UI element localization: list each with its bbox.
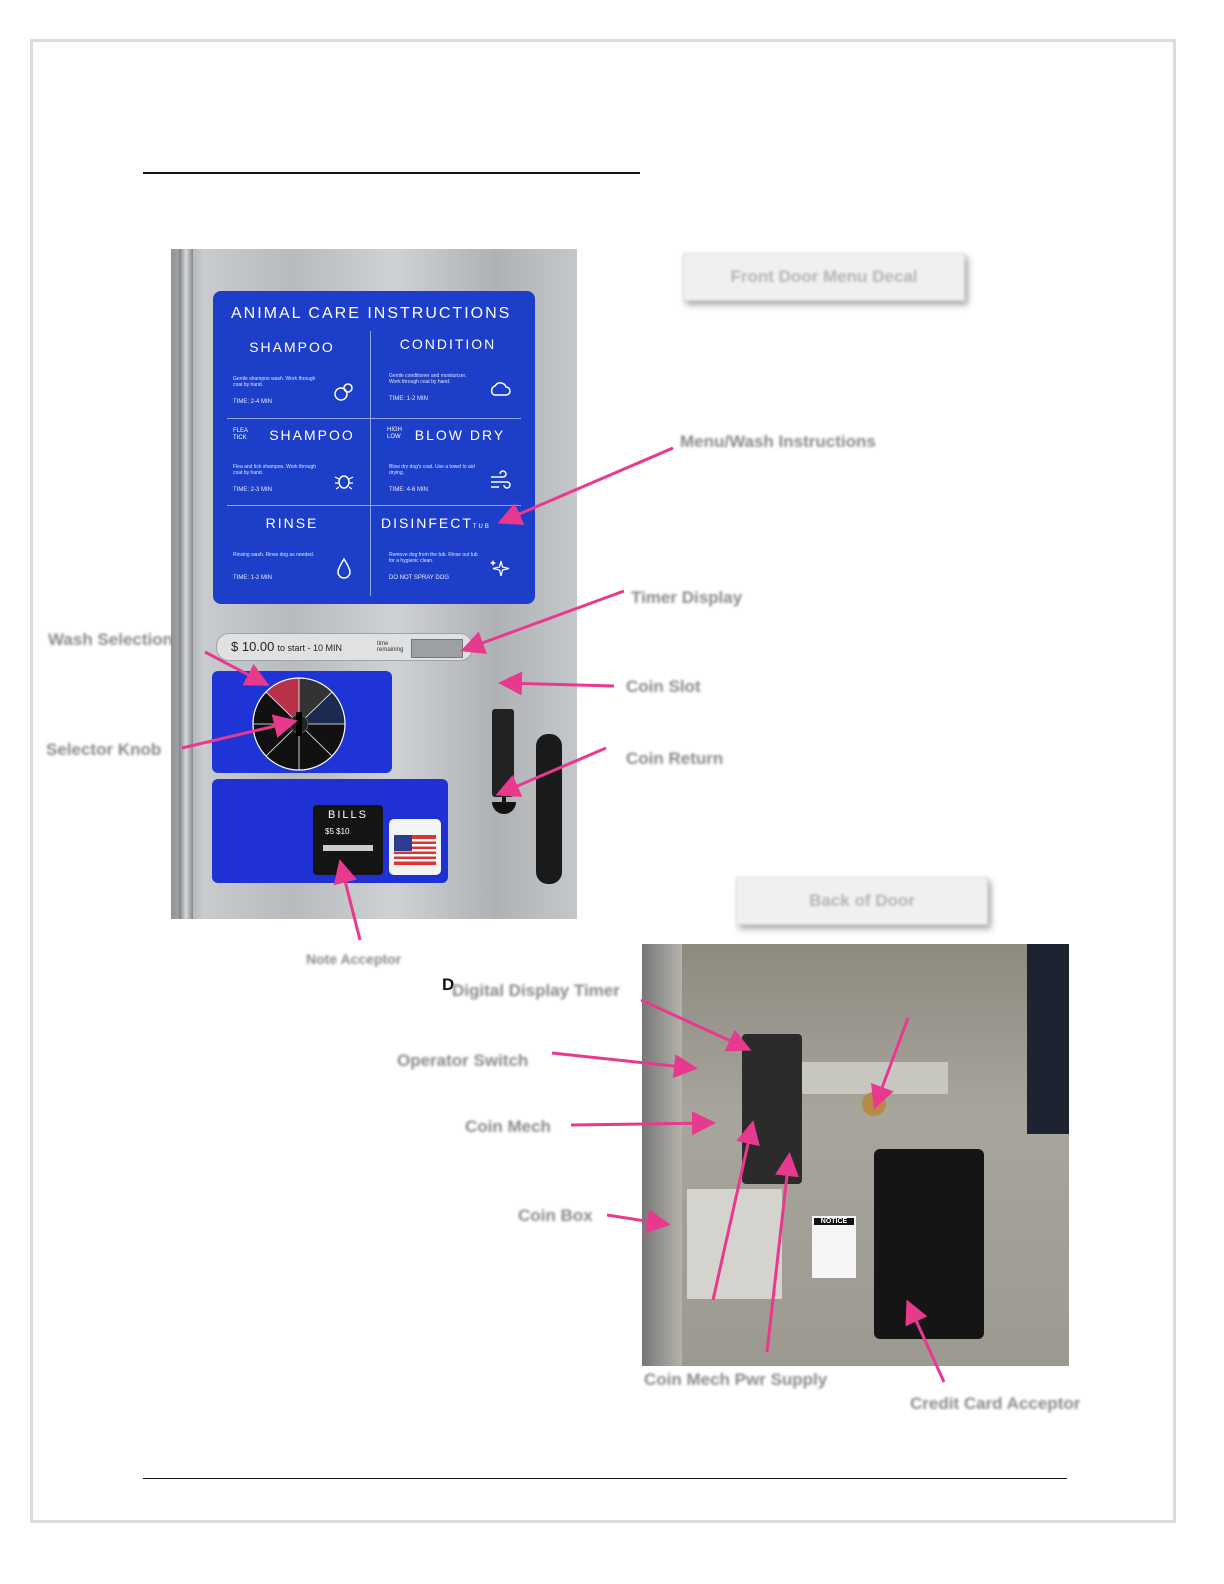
menu-decal: ANIMAL CARE INSTRUCTIONS SHAMPOO Gentle …: [213, 291, 535, 604]
coin-mech-power-callout: Coin Mech Pwr Supply: [644, 1370, 827, 1390]
decal-cell-condition: CONDITION Gentle conditioner and moistur…: [373, 328, 523, 414]
menu-callout: Menu/Wash Instructions: [680, 432, 876, 452]
timer-display: [411, 639, 463, 658]
door-hinge: [179, 249, 193, 919]
digital-timer-callout: Digital Display Timer: [452, 981, 620, 1001]
price-text: $ 10.00 to start - 10 MIN: [231, 639, 342, 654]
front-door-photo: ANIMAL CARE INSTRUCTIONS SHAMPOO Gentle …: [171, 249, 577, 919]
bottom-rule: [143, 1478, 1067, 1479]
wash-selection-callout: Wash Selection: [48, 630, 173, 650]
timer-display-bar: $ 10.00 to start - 10 MIN time remaining: [216, 633, 473, 661]
sparkle-icon: [489, 557, 511, 579]
selector-plate: [212, 671, 392, 773]
decal-cell-disinfect: DISINFECTTUB Remove dog from the tub. Ri…: [373, 507, 523, 593]
coin-return-icon[interactable]: [488, 794, 520, 826]
wash-selector-dial[interactable]: [249, 676, 349, 772]
operator-switch-callout: Operator Switch: [397, 1051, 528, 1071]
decal-cell-flea-shampoo: FLEA TICK SHAMPOO Flea and tick shampoo.…: [217, 419, 367, 505]
coin-box-callout: Coin Box: [518, 1206, 593, 1226]
decal-title: ANIMAL CARE INSTRUCTIONS: [231, 305, 511, 323]
coin-slot[interactable]: [492, 709, 514, 797]
back-door-heading: Back of Door: [736, 877, 988, 925]
decal-cell-shampoo: SHAMPOO Gentle shampoo wash. Work throug…: [217, 331, 367, 417]
us-flag-icon: [394, 835, 436, 865]
bug-icon: [333, 469, 355, 491]
front-door-heading: Front Door Menu Decal: [683, 253, 965, 301]
coin-mech-callout: Coin Mech: [465, 1117, 551, 1137]
top-rule: [143, 172, 640, 174]
drop-icon: [333, 557, 355, 579]
note-acceptor-callout: Note Acceptor: [306, 951, 401, 967]
decal-divider: [370, 331, 371, 596]
decal-cell-blow-dry: HIGH LOW BLOW DRY Blow dry dog's coat. U…: [373, 419, 523, 505]
timer-callout: Timer Display: [631, 588, 742, 608]
notice-sign: NOTICE: [812, 1216, 856, 1278]
decal-cell-rinse: RINSE Rinsing wash. Rinse dog as needed.…: [217, 507, 367, 593]
coin-slot-callout: Coin Slot: [626, 677, 701, 697]
back-door-photo: NOTICE: [642, 944, 1069, 1366]
selector-knob-callout: Selector Knob: [46, 740, 161, 760]
bubbles-icon: [333, 381, 355, 403]
flag-sticker: [389, 819, 441, 875]
credit-card-callout: Credit Card Acceptor: [910, 1394, 1080, 1414]
wind-icon: [489, 469, 511, 491]
remaining-label: time remaining: [377, 641, 409, 653]
coin-return-callout: Coin Return: [626, 749, 723, 769]
bill-acceptor[interactable]: BILLS $5 $10: [313, 805, 383, 875]
cloud-icon: [489, 378, 511, 400]
door-handle[interactable]: [536, 734, 562, 884]
